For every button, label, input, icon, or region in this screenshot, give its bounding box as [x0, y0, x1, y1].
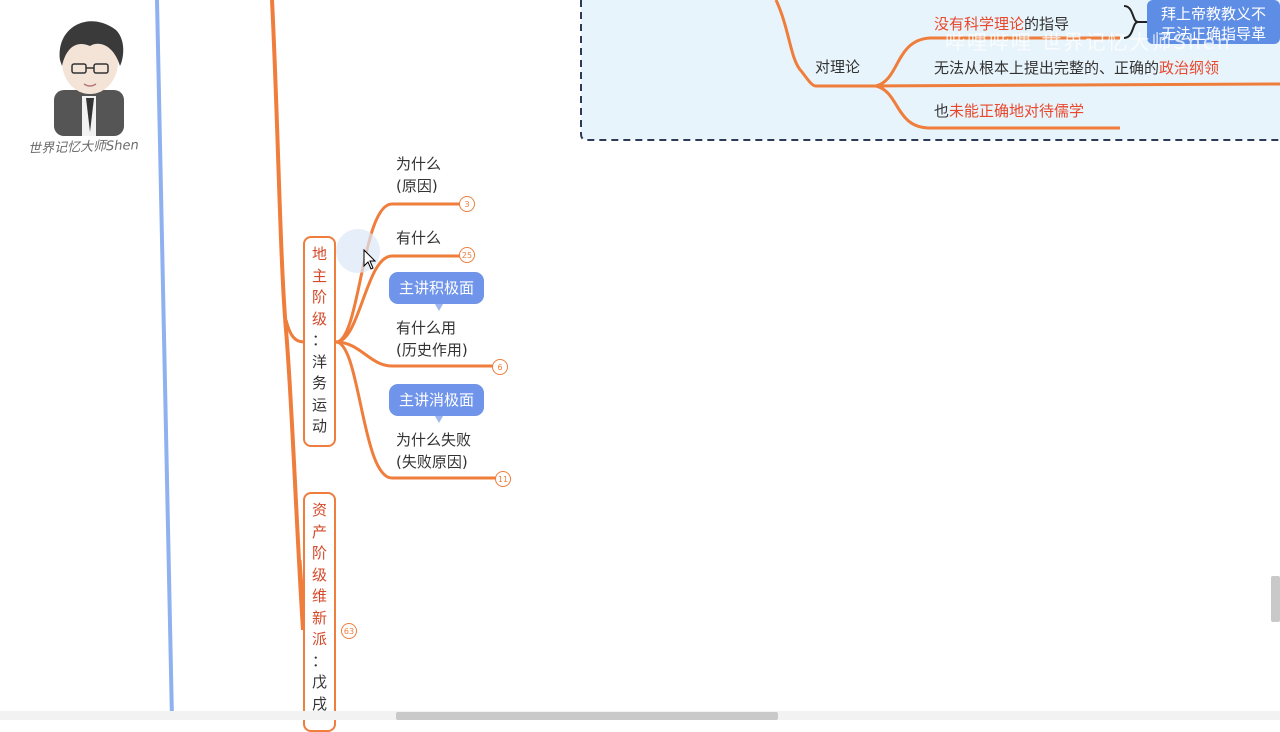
theory-item-2[interactable]: 无法从根本上提出完整的、正确的政治纲领: [934, 57, 1219, 79]
theory-panel: [581, 0, 1280, 140]
theory-branch-up: [774, 0, 876, 88]
branch-why-count-badge[interactable]: 3: [459, 196, 475, 212]
theory-sub-2: [875, 82, 1280, 88]
branch-what-node[interactable]: 有什么: [396, 229, 442, 247]
branch-why-line2: (原因): [396, 177, 438, 195]
landlord-title-char-2: 阶: [311, 288, 327, 306]
bourgeois-subtitle-char-1: 戌: [311, 694, 327, 713]
bourgeois-subtitle-char-0: 戊: [311, 673, 327, 691]
branch-failure-node[interactable]: 为什么失败 (失败原因): [396, 429, 471, 473]
theory-sub-3: [875, 84, 1120, 130]
landlord-subtitle-char-1: 务: [311, 374, 327, 392]
branch-why-line1: 为什么: [396, 155, 442, 173]
theory-item-3-red: 未能正确地对待儒学: [949, 102, 1085, 120]
landlord-title-char-1: 主: [311, 266, 327, 285]
branch-use-node[interactable]: 有什么用 (历史作用): [396, 317, 468, 361]
branch-failure-line1: 为什么失败: [396, 431, 472, 449]
branch-use-count-badge[interactable]: 6: [492, 359, 508, 375]
theory-item-1-detail[interactable]: 拜上帝教教义不 无法正确指导革: [1147, 0, 1280, 44]
branch-why-node[interactable]: 为什么 (原因): [396, 153, 441, 197]
trunk-to-landlord: [284, 319, 305, 344]
bourgeois-title-char-2: 阶: [311, 544, 327, 562]
branch-failure-count-badge[interactable]: 11: [495, 471, 511, 487]
bourgeois-reformist-node[interactable]: 资 产 阶 级 维 新 派 ： 戊 戌: [303, 492, 336, 732]
theory-panel-border: [580, 0, 1280, 141]
theory-item-3-prefix: 也: [934, 102, 950, 120]
theory-sub-1: [875, 36, 1120, 88]
theory-item-2-prefix: 无法从根本上提出完整的、正确的: [934, 59, 1160, 77]
hover-highlight: [336, 229, 380, 273]
landlord-colon: ：: [311, 331, 327, 349]
positive-aspect-tag[interactable]: 主讲积极面: [389, 272, 485, 311]
negative-aspect-tag[interactable]: 主讲消极面: [389, 384, 485, 423]
bourgeois-colon: ：: [311, 651, 327, 670]
bourgeois-count-badge[interactable]: 63: [341, 623, 357, 639]
theory-item-1-red: 没有科学理论: [934, 15, 1025, 33]
theory-node-label[interactable]: 对理论: [815, 58, 861, 76]
branch-failure-line2: (失败原因): [396, 453, 468, 471]
theory-item-1-detail-line1: 拜上帝教教义不: [1161, 5, 1267, 23]
bourgeois-title-char-0: 资: [311, 501, 327, 519]
bourgeois-title-char-4: 维: [311, 587, 327, 605]
theory-item-1-rest: 的指导: [1024, 15, 1070, 33]
bourgeois-title-char-3: 级: [311, 565, 327, 584]
landlord-subtitle-char-0: 洋: [311, 352, 327, 371]
branch-use-line1: 有什么用: [396, 319, 457, 337]
landlord-title-char-0: 地: [311, 245, 327, 263]
landlord-class-node[interactable]: 地 主 阶 级 ： 洋 务 运 动: [303, 236, 336, 447]
bourgeois-title-char-1: 产: [311, 522, 327, 541]
main-trunk-line: [270, 0, 305, 631]
theory-item-1-detail-line2: 无法正确指导革: [1161, 25, 1267, 43]
avatar-caption: 世界记忆大师Shen: [27, 138, 140, 157]
landlord-subtitle-char-2: 运: [311, 395, 327, 414]
theory-item-2-red: 政治纲领: [1159, 59, 1220, 77]
mouse-cursor: [363, 248, 377, 270]
theory-item-1[interactable]: 没有科学理论的指导: [934, 13, 1069, 35]
avatar-illustration: [54, 21, 124, 136]
landlord-title-char-3: 级: [311, 309, 327, 328]
branch-use-line2: (历史作用): [396, 341, 468, 359]
vertical-scrollbar-thumb[interactable]: [1271, 576, 1280, 622]
bourgeois-title-char-5: 新: [311, 608, 327, 627]
watermark-text: 哔哩哔哩 世界记忆大师Shen: [945, 30, 1232, 54]
horizontal-scrollbar-thumb[interactable]: [396, 712, 778, 720]
theory-item-3[interactable]: 也未能正确地对待儒学: [934, 100, 1084, 122]
bourgeois-title-char-6: 派: [311, 630, 327, 648]
left-connector-line: [155, 0, 174, 720]
branch-what-count-badge[interactable]: 25: [459, 247, 475, 263]
landlord-subtitle-char-3: 动: [311, 417, 327, 435]
